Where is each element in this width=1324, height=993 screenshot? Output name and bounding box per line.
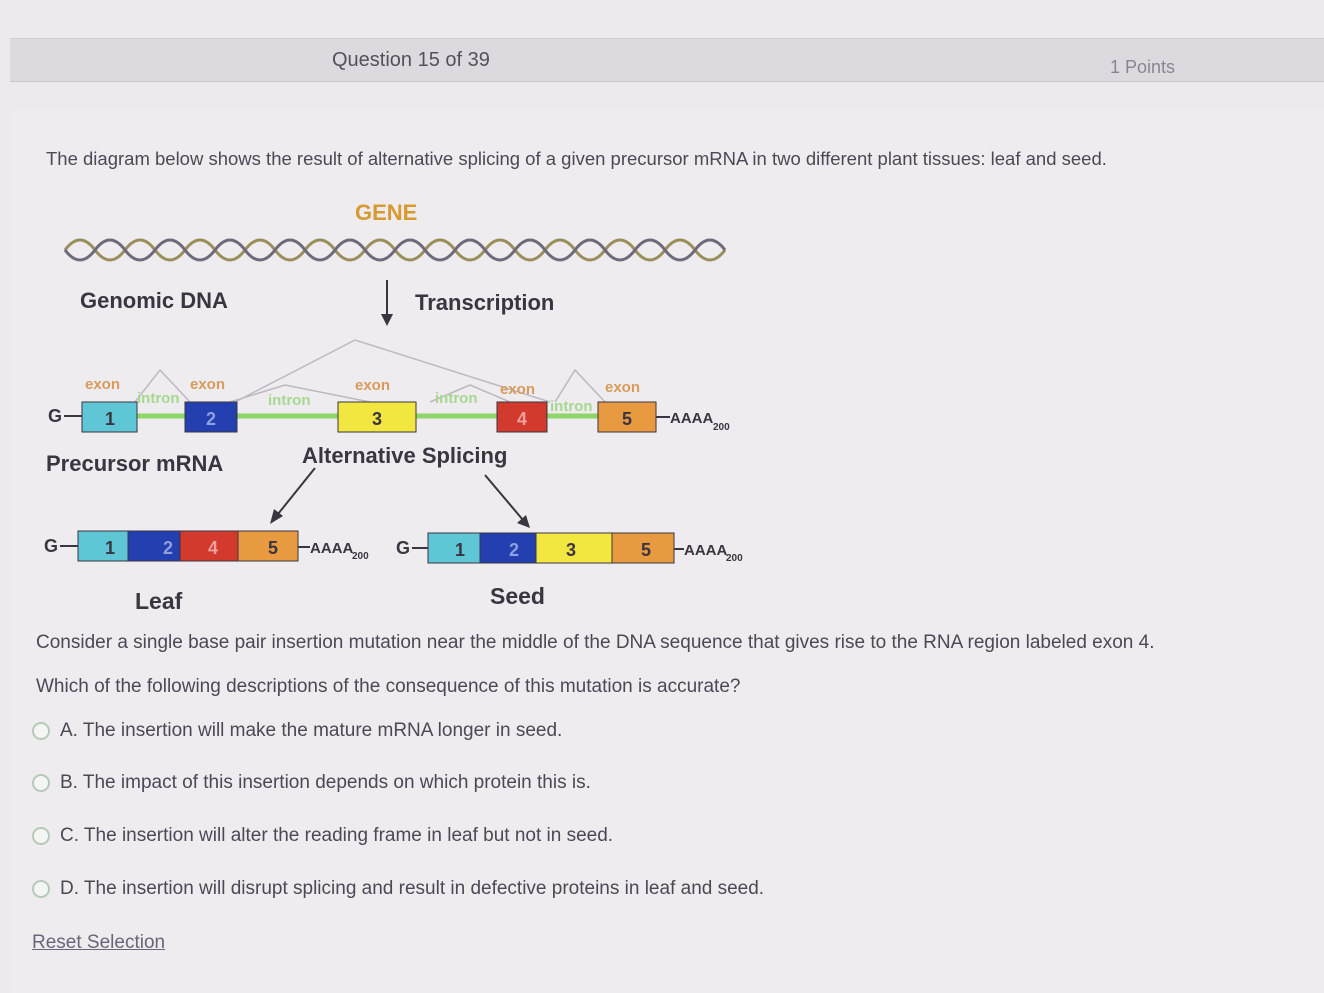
seed-label: Seed [490,583,545,609]
precursor-exon-4 [496,401,548,433]
precursor-polya: AAAA [670,410,713,427]
alternative-splicing-label: Alternative Splicing [302,443,507,468]
precursor-exon-3-num: 3 [372,409,382,429]
exon-word-1: exon [85,376,120,393]
intron-word-4: intron [550,398,593,415]
leaf-exon-1-num: 1 [105,538,115,558]
seed-exon-1-num: 1 [455,540,465,560]
leaf-exon-1 [77,530,129,562]
leaf-exon-5-num: 5 [268,538,278,558]
seed-exon-2-num: 2 [509,540,519,560]
seed-exon-2 [479,532,537,564]
intron-word-1: intron [137,390,180,407]
option-c[interactable]: C. The insertion will alter the reading … [32,821,613,851]
seed-exon-1 [427,532,481,564]
option-b[interactable]: B. The impact of this insertion depends … [32,768,591,798]
seed-exon-5-num: 5 [641,540,651,560]
question-header: Question 15 of 39 1 Points [10,38,1324,82]
question-number: Question 15 of 39 [332,49,490,71]
option-a-label: A. The insertion will make the mature mR… [60,720,563,741]
question-prompt: The diagram below shows the result of al… [46,148,1107,169]
reset-selection-link[interactable]: Reset Selection [32,932,166,953]
precursor-exon-2-num: 2 [206,409,216,429]
genomic-dna-label: Genomic DNA [80,288,228,313]
precursor-exon-2 [184,401,238,433]
intron-word-2: intron [268,392,311,409]
seed-exon-3-num: 3 [566,540,576,560]
alternative-splicing-diagram: GENE Genomic DNA Transcription G 1 2 3 4… [44,200,743,614]
question-text-line2: Which of the following descriptions of t… [36,676,741,697]
leaf-polya-sub: 200 [352,551,369,562]
precursor-exon-4-num: 4 [517,409,527,429]
option-a[interactable]: A. The insertion will make the mature mR… [32,716,562,746]
precursor-polya-sub: 200 [713,422,730,433]
leaf-exon-2-num: 2 [163,538,173,558]
dna-helix [63,238,727,262]
seed-polya: AAAA [684,542,727,559]
option-d-label: D. The insertion will disrupt splicing a… [60,878,765,899]
option-c-label: C. The insertion will alter the reading … [60,825,614,846]
option-a-radio[interactable] [32,722,50,740]
leaf-exon-2 [127,530,181,562]
leaf-polya: AAAA [310,540,353,557]
leaf-exon-4-num: 4 [208,538,218,558]
option-b-label: B. The impact of this insertion depends … [60,772,591,793]
precursor-exon-5-num: 5 [622,409,632,429]
precursor-exon-1 [81,401,138,433]
precursor-exon-5 [597,401,657,433]
option-d-radio[interactable] [32,880,50,898]
gene-label: GENE [355,200,417,225]
exon-word-3: exon [355,377,390,394]
seed-exon-5 [611,532,675,564]
precursor-exon-1-num: 1 [105,409,115,429]
leaf-cap: G [44,536,58,556]
precursor-cap: G [48,406,62,426]
transcription-arrow [381,280,393,326]
seed-cap: G [396,538,410,558]
transcription-label: Transcription [415,290,554,315]
exon-word-4: exon [500,381,535,398]
option-d[interactable]: D. The insertion will disrupt splicing a… [32,874,764,904]
leaf-label: Leaf [135,588,183,614]
question-points: 1 Points [1110,57,1176,77]
seed-polya-sub: 200 [726,553,743,564]
intron-word-3: intron [435,390,478,407]
precursor-exon-3 [337,401,417,433]
option-c-radio[interactable] [32,827,50,845]
precursor-mrna-label: Precursor mRNA [46,451,223,476]
exon-word-5: exon [605,379,640,396]
leaf-exon-5 [237,530,299,562]
question-text-line1: Consider a single base pair insertion mu… [36,632,1155,653]
seed-arrow [484,474,530,528]
seed-exon-3 [535,532,613,564]
splice-lines [134,339,606,403]
leaf-exon-4 [179,530,239,562]
exon-word-2: exon [190,376,225,393]
option-b-radio[interactable] [32,774,50,792]
leaf-arrow [270,467,316,524]
